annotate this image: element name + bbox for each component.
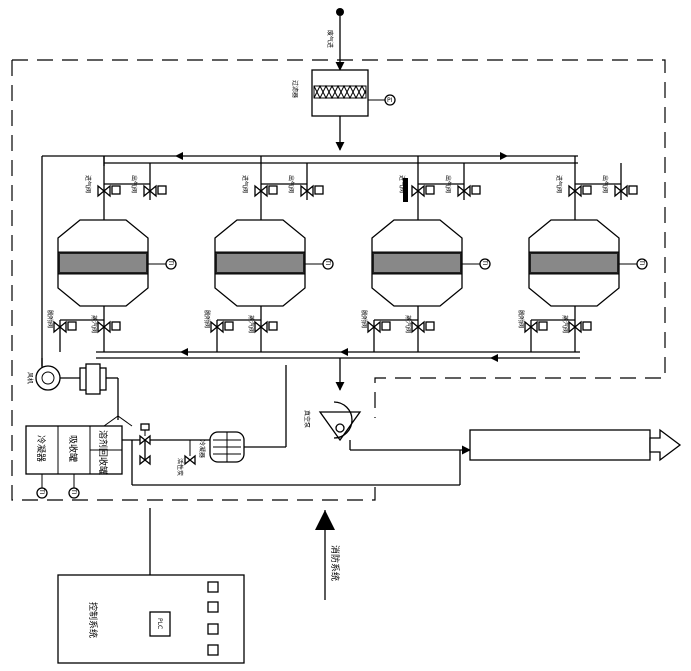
valve-in-label-2: 进气阀 (241, 175, 249, 193)
adsorber-4: TI (528, 156, 648, 352)
adsorber-1: TI (57, 156, 177, 352)
top-valves: 进气阀 出气阀 进气阀 出气阀 进气阀 出气阀 进气阀 出气阀 (84, 175, 638, 198)
valve-in-label-1: 进气阀 (84, 175, 92, 193)
filter: 过滤器 PI (291, 69, 396, 151)
valve-out-label-3: 出气阀 (444, 175, 452, 193)
tank-b-label: 吸收罐 (67, 435, 79, 462)
tank-c-label: 溶剂回收罐 (97, 430, 109, 475)
left-fan: 风机 (26, 358, 119, 420)
adsorber-4-gauge: TI (638, 259, 645, 266)
control-label: 控制系统 (87, 602, 99, 638)
filter-gauge-label: PI (387, 97, 393, 104)
pump-assembly: 真空泵 (303, 358, 471, 455)
pump-label: 真空泵 (303, 410, 311, 428)
adsorber-2-gauge: TI (324, 259, 331, 266)
valve-steam-label-2: 蒸汽阀 (247, 315, 255, 333)
valve-in-label-4: 进气阀 (555, 175, 563, 193)
fire-label: 消防系统 (329, 545, 341, 581)
indicator-4[interactable] (207, 644, 219, 656)
tanks: 冷凝器 吸收罐 溶剂回收罐 TI TI (25, 415, 133, 499)
adsorber-2: TI (214, 156, 334, 352)
indicator-3[interactable] (207, 623, 219, 635)
control-system: PLC 控制系统 (57, 508, 245, 664)
dashed-boundary (11, 59, 666, 501)
valve-steam-label-3: 蒸汽阀 (404, 315, 412, 333)
bar-label: 活性炭 (176, 458, 184, 476)
plc-label: PLC (156, 618, 163, 629)
valve-out-label-2: 出气阀 (287, 175, 295, 193)
valve-steam-label-1: 蒸汽阀 (90, 315, 98, 333)
tank-b-gauge: TI (70, 488, 77, 495)
tank-a-label: 冷凝器 (35, 435, 47, 462)
cooler-line: 活性炭 冷凝器 (122, 365, 287, 476)
valve-out-label-4: 出气阀 (601, 175, 609, 193)
fire-system: 消防系统 (315, 510, 341, 600)
fan-label: 风机 (26, 372, 34, 384)
indicator-1[interactable] (207, 581, 219, 593)
inlet-label: 废气进 (326, 30, 334, 48)
valve-in-label-3: 进气阀 (398, 175, 406, 193)
bypass-line (131, 440, 461, 486)
adsorber-1-gauge: TI (167, 259, 174, 266)
cooler-label: 冷凝器 (198, 440, 206, 458)
valve-des-label-3: 脱附阀 (360, 310, 368, 328)
valve-steam-label-4: 蒸汽阀 (561, 315, 569, 333)
adsorber-3-gauge: TI (481, 259, 488, 266)
indicator-2[interactable] (207, 601, 219, 613)
valve-des-label-2: 脱附阀 (203, 310, 211, 328)
filter-label: 过滤器 (291, 80, 299, 98)
stack-outlet (469, 428, 682, 462)
adsorber-3: TI (371, 156, 491, 352)
black-bar (403, 178, 408, 202)
valve-des-label-1: 脱附阀 (46, 310, 54, 328)
inlet-line: 废气进 (326, 8, 345, 71)
valve-out-label-1: 出气阀 (130, 175, 138, 193)
tank-a-gauge: TI (38, 488, 45, 495)
bottom-headers: 脱附阀 蒸汽阀 脱附阀 蒸汽阀 脱附阀 蒸汽阀 脱附阀 蒸汽阀 (46, 310, 592, 362)
valve-des-label-4: 脱附阀 (517, 310, 525, 328)
